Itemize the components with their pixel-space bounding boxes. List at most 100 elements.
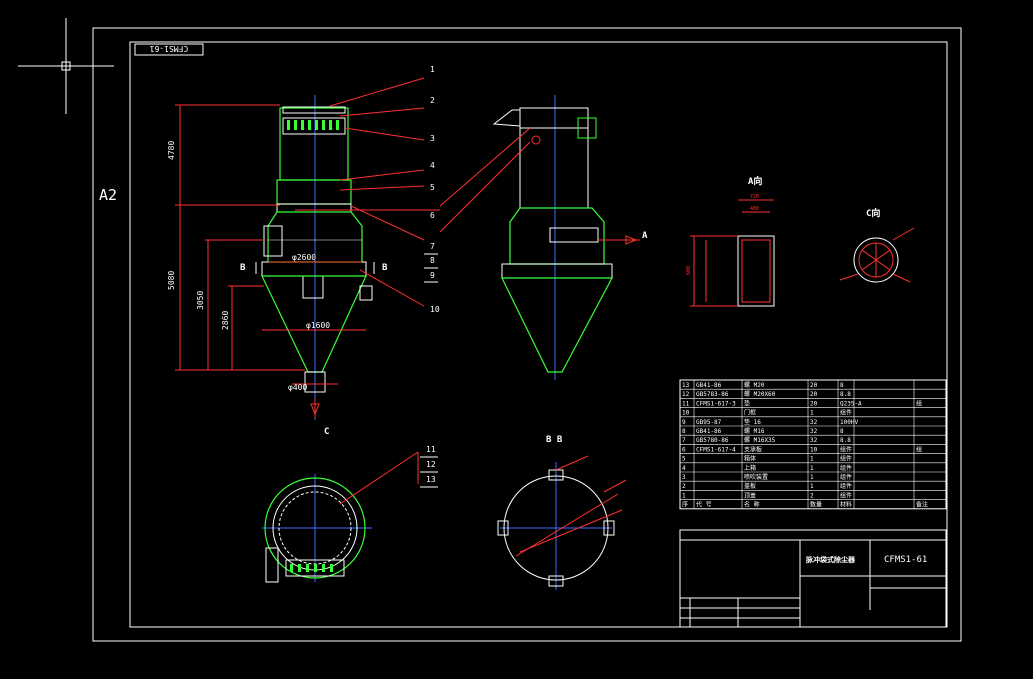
bom-cell-note: 组 [916, 399, 922, 407]
dim-mid-height: 3050 [196, 291, 205, 310]
part-label-8: 8 [430, 256, 435, 265]
bom-cell-name: 螺 M16X35 [744, 436, 776, 444]
bom-cell-name: 螺 M16 [744, 427, 765, 435]
part-label-1: 1 [430, 65, 435, 74]
bom-cell-no: 9 [682, 419, 686, 426]
part-label-3: 3 [430, 134, 435, 143]
bom-cell-name: 垫 16 [744, 418, 761, 426]
bom-cell-name: 上箱 [744, 464, 756, 472]
bom-cell-mat: 组件 [840, 445, 852, 453]
section-b-right: B [382, 263, 388, 273]
section-b-left: B [240, 263, 246, 273]
view-bb-title: B B [546, 435, 563, 445]
drawing-title: 脉冲袋式除尘器 [805, 555, 856, 564]
part-label-13: 13 [426, 475, 436, 484]
part-label-12: 12 [426, 460, 436, 469]
part-label-7: 7 [430, 242, 435, 251]
part-label-5: 5 [430, 183, 435, 192]
bom-cell-name: 垫 [744, 399, 750, 407]
bom-cell-qty: 1 [810, 483, 814, 490]
bom-cell-mat: 组件 [840, 482, 852, 490]
bom-cell-mat: 组件 [840, 473, 852, 481]
bom-cell-code: GB41-86 [696, 428, 722, 435]
dim-view-a-inner: 480 [750, 206, 759, 212]
view-c: C向 [839, 207, 915, 283]
bom-header-mat: 材料 [840, 501, 852, 509]
bom-cell-code: CFMS1-617-3 [696, 400, 736, 407]
dim-outlet-diameter: φ400 [288, 383, 307, 392]
drawing-number-stamp: CFMS1-61 [134, 43, 204, 56]
bom-cell-no: 3 [682, 474, 686, 481]
bom-cell-mat: 8 [840, 382, 844, 389]
bom-cell-qty: 10 [810, 446, 818, 453]
bom-cell-note: 组 [916, 445, 922, 453]
bom-cell-no: 6 [682, 446, 686, 453]
side-view: A [439, 95, 648, 380]
bom-cell-no: 7 [682, 437, 686, 444]
section-c-marker: C [324, 427, 329, 437]
bom-cell-no: 12 [682, 391, 690, 398]
bom-cell-name: 顶盖 [744, 491, 756, 499]
bom-cell-name: 盖板 [744, 482, 756, 490]
bom-cell-qty: 1 [810, 465, 814, 472]
bom-cell-code: GB95-87 [696, 419, 722, 426]
bom-cell-code: GB41-86 [696, 382, 722, 389]
bom-cell-name: 箱体 [744, 455, 756, 463]
bom-cell-no: 8 [682, 428, 686, 435]
bom-cell-name: 支承板 [744, 445, 762, 453]
bom-header-qty: 数量 [810, 501, 822, 509]
bom-cell-qty: 1 [810, 456, 814, 463]
bom-cell-qty: 20 [810, 391, 818, 398]
bom-cell-qty: 1 [810, 410, 814, 417]
bom-cell-qty: 2 [810, 492, 814, 499]
bom-cell-code: CFMS1-617-4 [696, 446, 736, 453]
bom-cell-qty: 32 [810, 419, 818, 426]
bom-cell-mat: Q235-A [840, 400, 862, 407]
view-a-title: A向 [748, 175, 762, 187]
dim-hopper-diameter: φ1600 [306, 321, 330, 330]
view-bb: B B [497, 435, 627, 590]
bom-cell-qty: 20 [810, 400, 818, 407]
bom-cell-code: GB5783-86 [696, 391, 729, 398]
dim-view-a-height: 600 [686, 266, 692, 275]
bom-cell-mat: 8.8 [840, 437, 851, 444]
bom-cell-mat: 8 [840, 428, 844, 435]
bom-cell-name: 螺 M20X60 [744, 390, 776, 398]
part-label-11: 11 [426, 445, 436, 454]
bom-cell-no: 2 [682, 483, 686, 490]
part-label-6: 6 [430, 211, 435, 220]
bom-cell-mat: 组件 [840, 409, 852, 417]
dim-lower-height: 5080 [167, 271, 176, 290]
plan-view: 11 12 13 [262, 445, 438, 583]
svg-text:CFMS1-61: CFMS1-61 [150, 44, 189, 53]
bom-cell-no: 5 [682, 456, 686, 463]
bom-header-name: 名 称 [744, 501, 760, 509]
part-label-10: 10 [430, 305, 440, 314]
part-label-2: 2 [430, 96, 435, 105]
section-a-marker: A [642, 231, 648, 241]
bom-cell-qty: 32 [810, 437, 818, 444]
bom-cell-code: GB5780-86 [696, 437, 729, 444]
part-label-4: 4 [430, 161, 435, 170]
view-a: A向 720 480 600 [686, 175, 775, 307]
bom-cell-name: 门框 [744, 409, 756, 417]
bom-cell-no: 11 [682, 400, 690, 407]
title-block: 脉冲袋式除尘器 CFMS1-61 [679, 529, 947, 628]
bom-cell-qty: 20 [810, 382, 818, 389]
outer-border [92, 27, 962, 642]
bom-cell-no: 13 [682, 382, 690, 389]
bom-cell-mat: 组件 [840, 491, 852, 499]
bom-cell-mat: 组件 [840, 464, 852, 472]
bom-cell-mat: 8.8 [840, 391, 851, 398]
crosshair-cursor-icon [18, 18, 114, 114]
dim-hopper-height: 2860 [221, 311, 230, 330]
front-view: 4780 5080 3050 2860 φ2600 φ1600 φ400 1 2… [167, 65, 440, 437]
dim-body-diameter: φ2600 [292, 253, 316, 262]
inner-border [129, 41, 948, 628]
bom-header-no: 序 [682, 501, 688, 509]
bom-cell-mat: 100HV [840, 419, 858, 426]
bom-cell-qty: 32 [810, 428, 818, 435]
part-label-9: 9 [430, 271, 435, 280]
view-c-title: C向 [866, 207, 880, 219]
